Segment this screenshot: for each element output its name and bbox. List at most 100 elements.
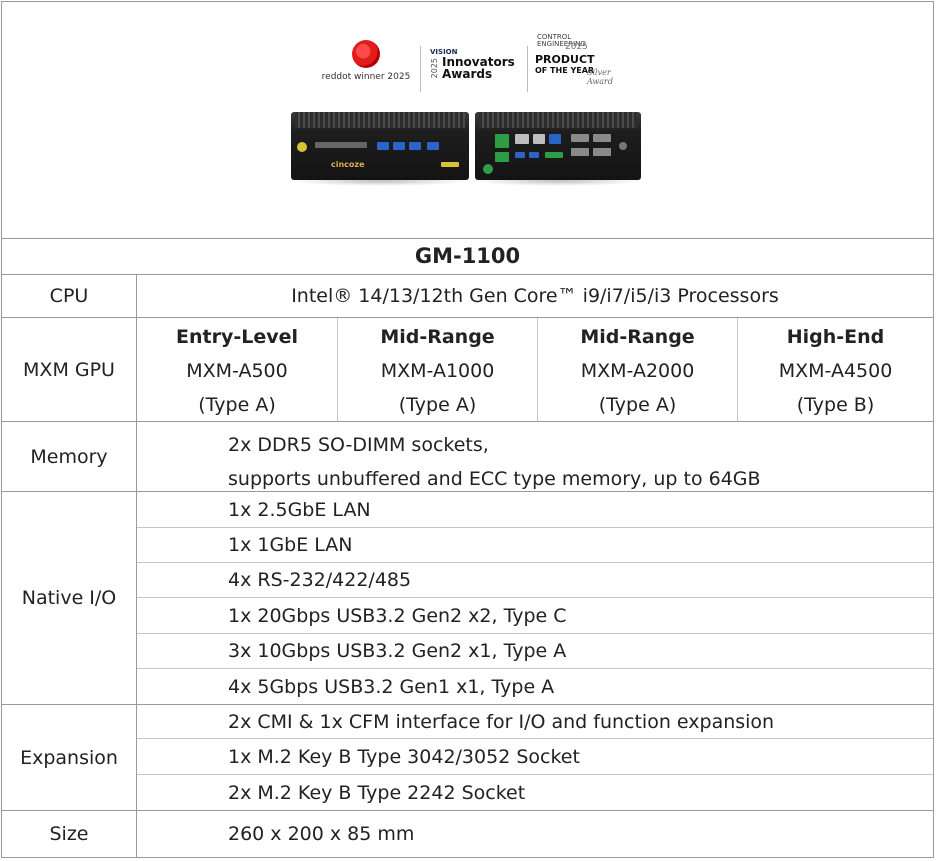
vision-brand: VISION (430, 48, 458, 56)
column-divider (537, 318, 538, 421)
gpu-type: (Type B) (796, 394, 875, 416)
power-connector-icon (483, 164, 493, 174)
vision-year: 2025 (430, 58, 439, 79)
poty-line2: OF THE YEAR (535, 66, 595, 75)
award-logos: reddot winner 2025 VISION 2025 Innovator… (320, 32, 620, 92)
native-io-item: 1x 20Gbps USB3.2 Gen2 x2, Type C (137, 598, 933, 634)
product-hero: reddot winner 2025 VISION 2025 Innovator… (2, 2, 933, 239)
native-io-label: Native I/O (21, 587, 117, 609)
gpu-model: MXM-A2000 (580, 360, 695, 382)
lan-port-icon (533, 134, 545, 144)
poty-title: PRODUCT OF THE YEAR (535, 54, 595, 76)
logo-divider (527, 46, 528, 92)
column-divider (136, 422, 137, 491)
led-strip (315, 142, 367, 148)
cpu-label: CPU (49, 285, 89, 307)
native-io-row: Native I/O 1x 2.5GbE LAN 1x 1GbE LAN 4x … (2, 492, 933, 705)
expansion-item: 2x CMI & 1x CFM interface for I/O and fu… (137, 705, 933, 739)
gpu-option-3: Mid-Range MXM-A2000 (Type A) (538, 318, 737, 421)
size-row: Size 260 x 200 x 85 mm (2, 811, 933, 857)
usb-port-icon (393, 142, 405, 150)
serial-port-icon (571, 148, 589, 156)
antenna-port-icon (619, 142, 627, 150)
usb-port-icon (409, 142, 421, 150)
native-io-item: 4x 5Gbps USB3.2 Gen1 x1, Type A (228, 675, 555, 698)
usb-port-icon (529, 152, 539, 158)
serial-port-icon (593, 134, 611, 142)
memory-line1: 2x DDR5 SO-DIMM sockets, (228, 434, 489, 456)
vision-line2: Awards (442, 67, 493, 81)
expansion-row: Expansion 2x CMI & 1x CFM interface for … (2, 705, 933, 811)
expansion-item: 1x M.2 Key B Type 3042/3052 Socket (137, 739, 933, 775)
column-divider (337, 318, 338, 421)
device-shadow (291, 176, 469, 186)
cpu-row: CPU Intel® 14/13/12th Gen Core™ i9/i7/i5… (2, 275, 933, 318)
gpu-row: MXM GPU Entry-Level MXM-A500 (Type A) Mi… (2, 318, 933, 422)
vision-award-title: Innovators Awards (442, 56, 515, 80)
column-divider (136, 492, 137, 704)
gpu-tier: High-End (786, 326, 885, 348)
gpu-model: MXM-A4500 (778, 360, 893, 382)
gpu-option-2: Mid-Range MXM-A1000 (Type A) (338, 318, 537, 421)
gpu-option-4: High-End MXM-A4500 (Type B) (738, 318, 933, 421)
gpu-model: MXM-A500 (186, 360, 288, 382)
device-rear-view (475, 112, 641, 186)
gpu-type: (Type A) (598, 394, 677, 416)
poty-line1: PRODUCT (535, 53, 595, 66)
gpu-type: (Type A) (398, 394, 477, 416)
gpu-tier: Entry-Level (175, 326, 298, 348)
gpu-tier: Mid-Range (580, 326, 695, 348)
memory-row: Memory 2x DDR5 SO-DIMM sockets, supports… (2, 422, 933, 492)
device-front-view: cincoze (291, 112, 469, 186)
model-title-row: GM-1100 (2, 238, 933, 275)
serial-port-icon (571, 134, 589, 142)
usb-port-icon (427, 142, 439, 150)
column-divider (136, 275, 137, 317)
ce-year: 2025 (565, 42, 588, 52)
gpu-type: (Type A) (198, 394, 276, 416)
poty-award-level: Silver Award (587, 68, 613, 86)
display-port-icon (549, 134, 561, 144)
model-title: GM-1100 (414, 244, 521, 268)
reddot-label: reddot winner 2025 (321, 72, 411, 82)
native-io-item: 1x 1GbE LAN (137, 528, 933, 563)
reddot-award-logo: reddot winner 2025 (320, 40, 412, 82)
gpu-model: MXM-A1000 (380, 360, 495, 382)
column-divider (136, 318, 137, 421)
heatsink-fins (295, 112, 465, 128)
gpu-option-1: Entry-Level MXM-A500 (Type A) (137, 318, 337, 421)
gpu-tier: Mid-Range (380, 326, 495, 348)
memory-label: Memory (30, 445, 108, 468)
logo-divider (420, 46, 421, 92)
column-divider (136, 705, 137, 810)
expansion-label: Expansion (20, 746, 118, 769)
product-photo: cincoze (291, 104, 643, 190)
gpu-label: MXM GPU (23, 358, 115, 381)
lan-port-icon (515, 134, 529, 144)
native-io-item: 3x 10Gbps USB3.2 Gen2 x1, Type A (137, 634, 933, 669)
memory-value: 2x DDR5 SO-DIMM sockets, supports unbuff… (228, 428, 761, 496)
device-brand-label: cincoze (331, 160, 365, 169)
vision-line1: Innovators (442, 55, 515, 69)
usb-port-icon (515, 152, 525, 158)
memory-line2: supports unbuffered and ECC type memory,… (228, 468, 761, 490)
column-divider (737, 318, 738, 421)
ce-line2: ENGINEERING (537, 40, 586, 48)
native-io-item: 1x 2.5GbE LAN (137, 492, 933, 528)
ce-line1: CONTROL (537, 33, 572, 41)
control-engineering-brand: CONTROL ENGINEERING (537, 34, 586, 48)
expansion-item: 2x M.2 Key B Type 2242 Socket (228, 781, 526, 804)
cpu-value: Intel® 14/13/12th Gen Core™ i9/i7/i5/i3 … (291, 285, 779, 307)
size-label: Size (49, 823, 89, 845)
power-button-icon (297, 142, 307, 152)
terminal-block-icon (495, 152, 509, 162)
label-plate (441, 162, 459, 167)
column-divider (136, 811, 137, 857)
terminal-block-icon (545, 152, 563, 158)
usb-port-icon (377, 142, 389, 150)
terminal-block-icon (495, 134, 509, 148)
serial-port-icon (593, 148, 611, 156)
native-io-item: 4x RS-232/422/485 (137, 563, 933, 598)
product-of-the-year-logo: CONTROL ENGINEERING 2025 PRODUCT OF THE … (535, 34, 625, 92)
